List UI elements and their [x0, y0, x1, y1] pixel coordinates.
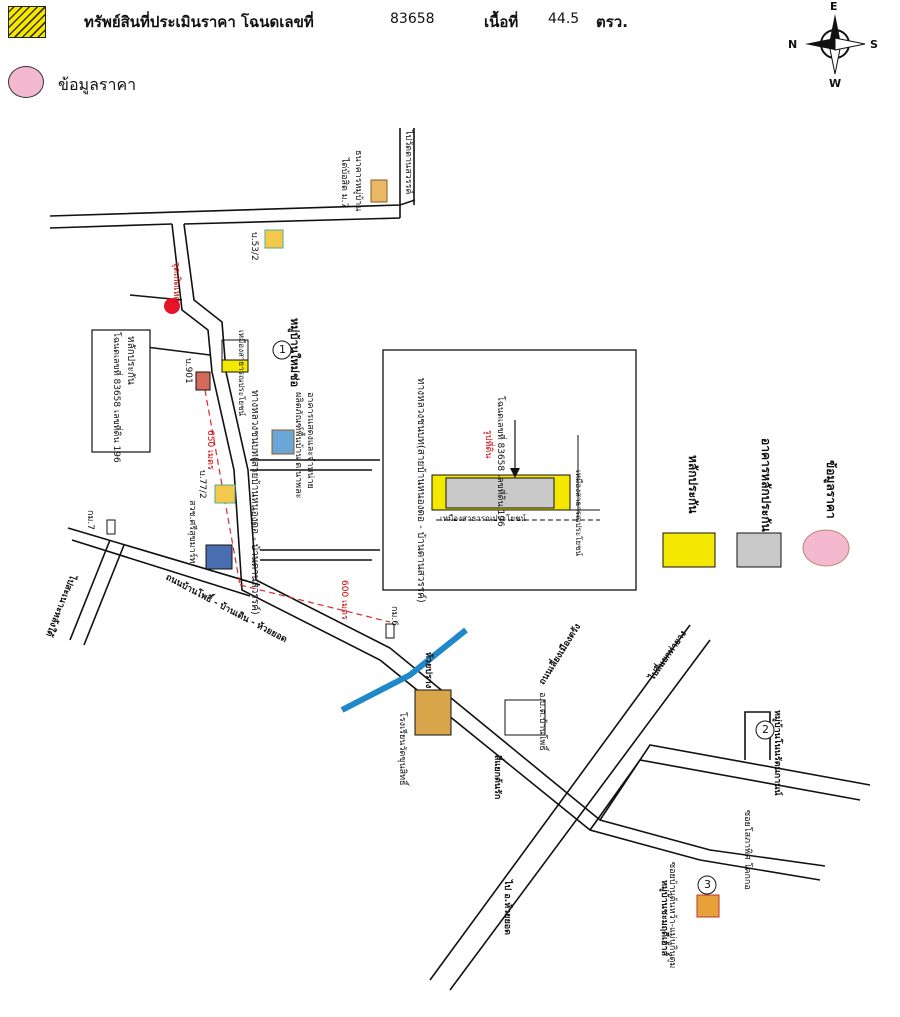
store-icon [205, 544, 233, 570]
marker-2-label: 2 [762, 723, 769, 736]
compass-n: N [788, 38, 798, 51]
label-village-1: หมู่บ้านใหม่ช่อ [288, 318, 301, 388]
legend-building-label: อาคารหลักประกัน [759, 438, 773, 532]
marker-3-label: 3 [704, 878, 711, 891]
distance-650-line [204, 389, 241, 586]
marker-2 [755, 720, 775, 740]
legend-building-symbol [736, 532, 782, 568]
label-soi-phet: ซอยโสภาพิศ โคกกอ [742, 810, 752, 890]
inset-building [445, 477, 555, 509]
legend-price-label: ข้อมูลราคา [824, 460, 838, 519]
red-location-marker [164, 298, 180, 314]
area-value: 44.5 [548, 11, 580, 27]
label-moo-53-2: บ.53/2 [249, 232, 259, 261]
label-dist-600: 600 เมตร [339, 580, 349, 620]
inset-plot-shape: รูปที่ดิน [483, 430, 493, 459]
house-icon-2 [214, 484, 236, 504]
asset-label: ทรัพย์สินที่ประเมินราคา โฉนดเลขที่ [84, 13, 314, 31]
price-data-label: ข้อมูลราคา [58, 75, 137, 94]
shop-icon [195, 371, 211, 391]
collateral-callout-box [91, 329, 151, 453]
km6-post [385, 623, 395, 639]
price-data-swatch [8, 66, 44, 98]
label-district-office: อ.บ.ต.บ้านโพธิ์ [537, 692, 547, 751]
label-school: โรงเรียนวัดขุนสิทธิ์ [397, 712, 407, 786]
inset-frame [382, 349, 637, 591]
area-unit: ตรว. [596, 13, 628, 31]
label-moo-77-2: บ.77/2 [197, 470, 207, 499]
label-village-2: หมู่บ้านโนนรัตนกานน์ [772, 710, 782, 796]
label-bank-village: ธนาคารหมู่บ้าน [353, 150, 363, 212]
collateral-swatch [8, 6, 46, 38]
label-crossing: สี่แยกต้นรัก [492, 755, 502, 800]
legend-collateral-label: หลักประกัน [686, 455, 700, 514]
school-icon [414, 689, 452, 736]
label-collateral-box-1: หลักประกัน [125, 336, 136, 385]
creek-line [340, 627, 468, 713]
legend-collateral-symbol [662, 532, 716, 568]
compass-w: W [829, 77, 842, 90]
distance-600-line [239, 584, 391, 623]
label-dist-650: 650 เมตร [205, 430, 215, 470]
km7-post [106, 519, 116, 535]
label-to-huai-yot: ไป อ.ห้วยยอด [502, 880, 512, 935]
marker-1 [272, 340, 292, 360]
label-school-sign: สวช.ศรีสุขมาร์ท [187, 500, 197, 564]
inset-arrowhead [510, 468, 520, 478]
area-label: เนื้อที่ [484, 13, 519, 31]
deed-number: 83658 [390, 11, 435, 27]
label-to-wat-phra-sawan: ไปวัดดานสวรรค์ [403, 130, 413, 195]
label-km6: กม.6 [389, 606, 399, 626]
label-red-spot: จุดเกิดเหตุ [171, 262, 181, 303]
bank-icon [370, 179, 388, 203]
marker-1-label: 1 [279, 343, 286, 356]
label-creek: ห้วยปราง [423, 652, 433, 689]
inset-plot-deed: โฉนดเลขที่ 83658 เลขที่ดิน 196 [495, 396, 505, 527]
compass-s: S [870, 38, 878, 51]
collateral-building-map [221, 339, 249, 361]
legend-price-symbol [802, 529, 850, 567]
marker-3 [697, 875, 717, 895]
market-icon [271, 429, 295, 455]
label-building-distributor: อาคารแสดงและจำหน่าย [305, 392, 315, 489]
label-moo-901: บ.901 [183, 358, 193, 384]
inset-public-land: เหมืองสาธารณประโยชน์ [440, 514, 527, 523]
office-icon [504, 699, 546, 736]
inset-public-land-2: เหมืองสาธารณประโยชน์ [574, 470, 583, 557]
label-village-3: หมู่บ้านชะมฤดีเฮ้าส์ [659, 880, 669, 957]
label-road-main: ทางหลวงชนบท(สายบ้านหนองดอ - บ้านดานสวรรค… [249, 390, 260, 615]
label-collateral-box-2: โฉนดเลขที่ 83658 เลขที่ดิน 196 [111, 332, 121, 463]
inset-road-label: ทางหลวงชนบท(สายบ้านหนองดอ - บ้านดานสวรรค… [415, 378, 426, 603]
label-dot-soi-7: ได่บ้อสิต ม.7 [339, 158, 349, 209]
road-network [49, 128, 871, 991]
label-km7: กม.7 [85, 510, 95, 530]
compass-icon [805, 14, 866, 75]
village-icon-3 [696, 894, 720, 918]
house-icon [264, 229, 284, 249]
label-building-products: ผลิตภัณฑ์พื้นบ้าน ต.นาพละ [293, 392, 303, 499]
compass-e: E [830, 0, 838, 13]
